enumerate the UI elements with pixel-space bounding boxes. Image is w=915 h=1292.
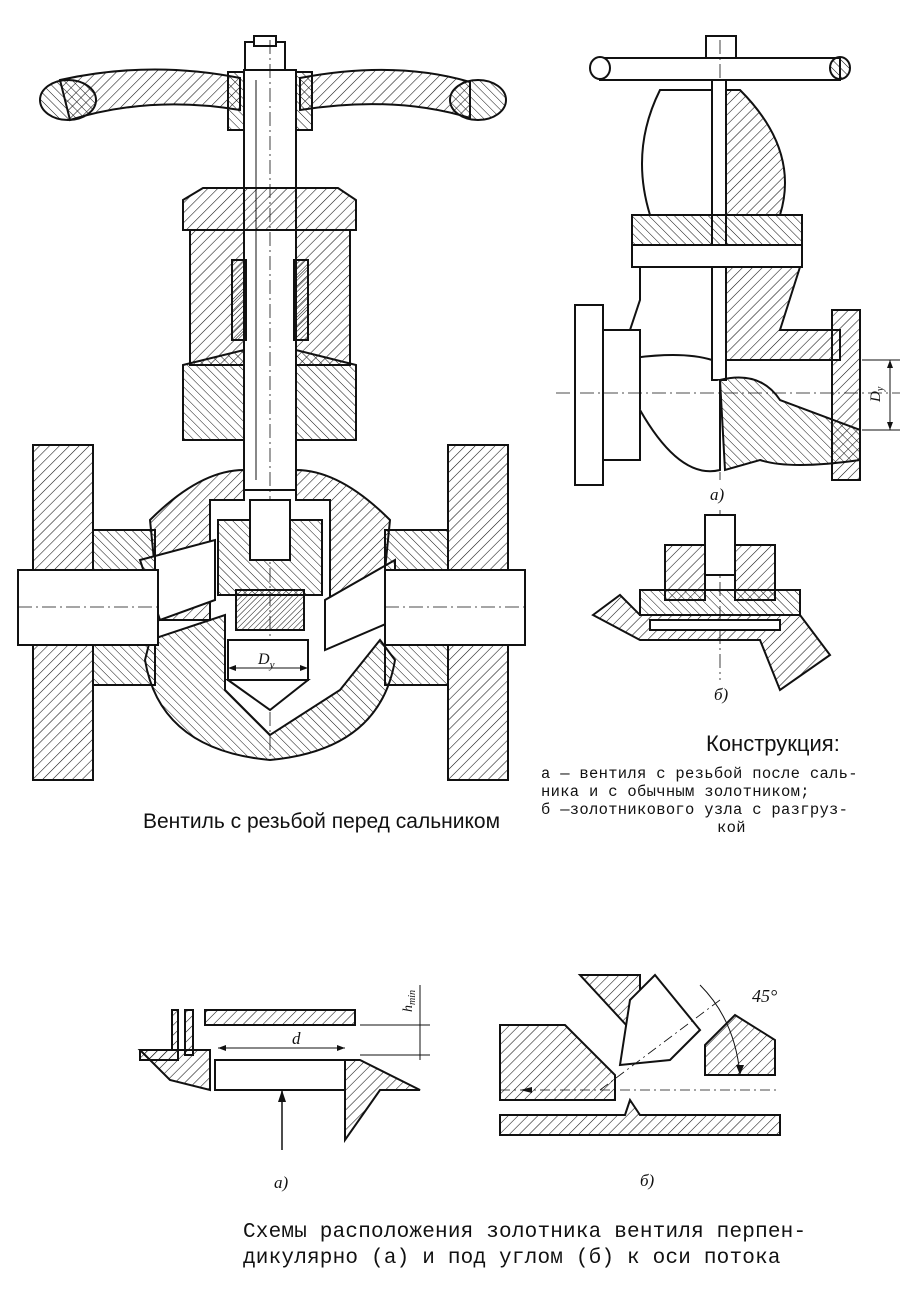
- construction-title: Конструкция:: [706, 731, 840, 756]
- scheme-b-label: б): [640, 1171, 655, 1190]
- scheme-b-angle: 45°: [752, 986, 777, 1006]
- main-dim-dy: Dу: [257, 651, 275, 671]
- construction-line: кой: [717, 819, 746, 837]
- valve-a-drawing: [556, 35, 900, 486]
- right-flange: [384, 444, 526, 781]
- bottom-caption-line-1: Схемы расположения золотника вентиля пер…: [243, 1221, 807, 1244]
- scheme-a-dim-d: d: [292, 1029, 301, 1048]
- bottom-caption-line-2: дикулярно (а) и под углом (б) к оси пото…: [243, 1247, 781, 1270]
- construction-line: ника и с обычным золотником;: [541, 783, 810, 801]
- valve-body: [138, 468, 397, 762]
- scheme-a-dim-h: hmin: [401, 990, 418, 1012]
- main-valve-caption: Вентиль с резьбой перед сальником: [143, 810, 501, 833]
- left-flange: [17, 444, 159, 781]
- construction-description: а — вентиля с резьбой после саль- ника и…: [541, 765, 858, 837]
- valve-b-drawing: [591, 510, 832, 692]
- valve-b-label: б): [714, 685, 729, 704]
- valve-a-dim-dy: Dу: [868, 386, 886, 403]
- construction-line: а — вентиля с резьбой после саль-: [541, 765, 858, 783]
- valve-a-label: а): [710, 485, 725, 504]
- scheme-b-drawing: [499, 973, 781, 1136]
- construction-line: б —золотникового узла с разгруз-: [541, 801, 849, 819]
- main-valve-drawing: [17, 35, 526, 781]
- scheme-a-label: а): [274, 1173, 289, 1192]
- bottom-caption: Схемы расположения золотника вентиля пер…: [243, 1220, 806, 1272]
- bonnet: [182, 187, 357, 441]
- scheme-a-drawing: [137, 985, 430, 1150]
